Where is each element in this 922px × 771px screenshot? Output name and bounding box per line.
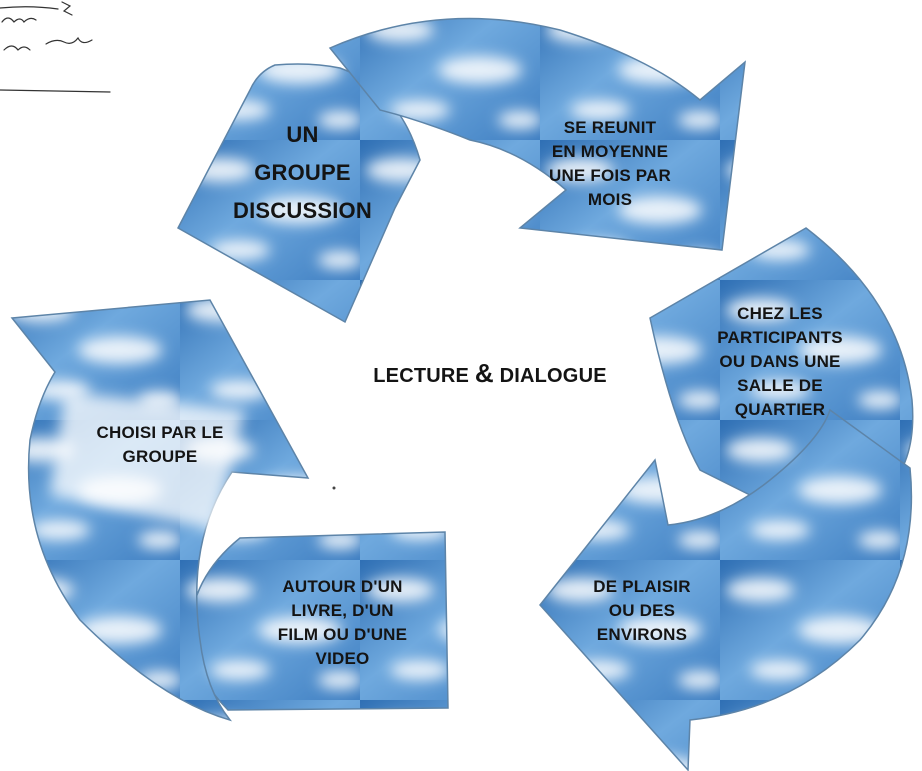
cloud-patch-left (50, 392, 245, 530)
label-left: CHOISI PAR LE GROUPE (96, 423, 224, 466)
center-title-part1: LECTURE (373, 365, 470, 387)
handwritten-scribble (0, 1, 111, 93)
center-dot (332, 486, 336, 490)
label-top-right: SE REUNIT EN MOYENNE UNE FOIS PAR MOIS (548, 118, 672, 209)
label-bottom-left: AUTOUR D'UN LIVRE, D'UN FILM OU D'UNE VI… (277, 577, 408, 668)
arrow-segment-top-right (328, 17, 746, 251)
label-top-left: UN GROUPE DISCUSSION (233, 122, 372, 223)
center-title-part2: DIALOGUE (499, 365, 607, 387)
center-title-amp: & (474, 358, 494, 388)
arrow-segment-bottom-right (539, 408, 913, 771)
center-title: LECTURE & DIALOGUE (334, 358, 646, 389)
label-right: CHEZ LES PARTICIPANTS OU DANS UNE SALLE … (717, 304, 843, 419)
label-bottom-right: DE PLAISIR OU DES ENVIRONS (593, 577, 691, 644)
